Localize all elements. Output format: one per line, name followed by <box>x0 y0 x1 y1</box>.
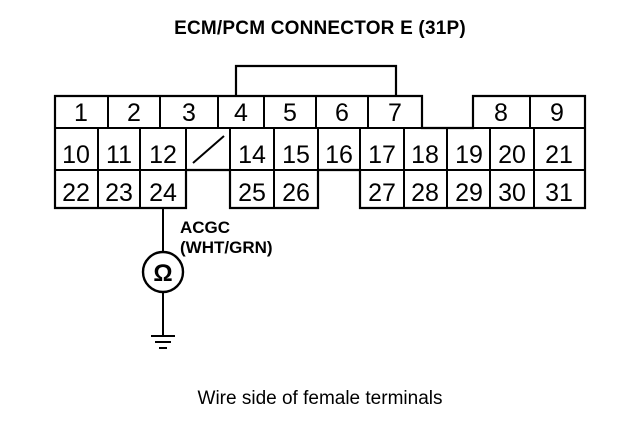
terminal-9: 9 <box>550 99 564 127</box>
terminal-16: 16 <box>325 141 353 169</box>
terminal-15: 15 <box>282 141 310 169</box>
terminal-7: 7 <box>388 99 402 127</box>
terminal-14: 14 <box>238 141 266 169</box>
ohmmeter-icon: Ω <box>141 250 185 294</box>
terminal-18: 18 <box>411 141 439 169</box>
wire-label: ACGC (WHT/GRN) <box>180 218 273 258</box>
terminal-26: 26 <box>282 179 310 207</box>
terminal-17: 17 <box>368 141 396 169</box>
terminal-8: 8 <box>494 99 508 127</box>
unused-terminal-mark <box>192 135 225 164</box>
terminal-10: 10 <box>62 141 90 169</box>
terminal-20: 20 <box>498 141 526 169</box>
terminal-27: 27 <box>368 179 396 207</box>
terminal-23: 23 <box>105 179 133 207</box>
terminal-1: 1 <box>74 99 88 127</box>
terminal-25: 25 <box>238 179 266 207</box>
terminal-12: 12 <box>149 141 177 169</box>
terminal-19: 19 <box>455 141 483 169</box>
terminal-4: 4 <box>234 99 248 127</box>
connector-latch-tab <box>234 64 398 96</box>
terminal-21: 21 <box>545 141 573 169</box>
wire-signal-name: ACGC <box>180 218 231 237</box>
terminal-2: 2 <box>127 99 141 127</box>
terminal-3: 3 <box>182 99 196 127</box>
terminal-24: 24 <box>149 179 177 207</box>
terminal-5: 5 <box>283 99 297 127</box>
terminal-6: 6 <box>335 99 349 127</box>
terminal-30: 30 <box>498 179 526 207</box>
wire-color-code: (WHT/GRN) <box>180 238 273 257</box>
terminal-11: 11 <box>106 141 132 169</box>
svg-text:Ω: Ω <box>153 260 172 287</box>
ground-symbol-icon <box>151 335 175 349</box>
diagram-title: ECM/PCM CONNECTOR E (31P) <box>174 18 466 39</box>
terminal-28: 28 <box>411 179 439 207</box>
diagram-caption: Wire side of female terminals <box>197 388 443 409</box>
terminal-22: 22 <box>62 179 90 207</box>
terminal-31: 31 <box>545 179 573 207</box>
terminal-29: 29 <box>455 179 483 207</box>
